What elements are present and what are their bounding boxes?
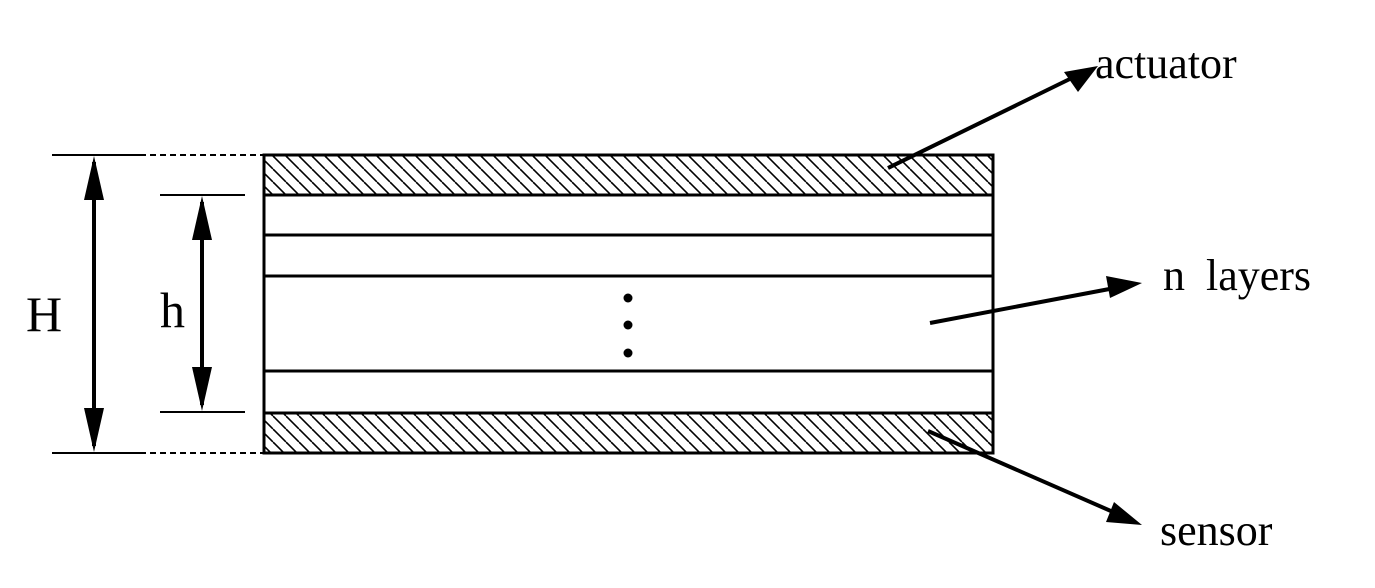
plate-outline	[262, 153, 995, 455]
H-label: H	[26, 286, 62, 342]
ellipsis-dot	[623, 320, 633, 330]
h-extension-lines	[160, 194, 245, 413]
sensor-pointer-arrow	[927, 429, 1142, 525]
h-label: h	[160, 282, 185, 338]
plate	[262, 153, 995, 455]
layers-pointer-arrow	[929, 276, 1142, 325]
ellipsis-dot	[623, 348, 633, 358]
layers-label: n layers	[1163, 251, 1311, 300]
H-extension-lines	[52, 154, 264, 454]
ellipsis-dot	[623, 293, 633, 303]
actuator-layer	[262, 153, 995, 197]
sensor-layer	[262, 411, 995, 455]
actuator-label: actuator	[1095, 39, 1237, 88]
actuator-pointer-arrow	[887, 66, 1098, 170]
sensor-label: sensor	[1160, 506, 1273, 555]
H-dimension-arrow	[84, 156, 104, 452]
h-dimension-arrow	[192, 196, 212, 411]
